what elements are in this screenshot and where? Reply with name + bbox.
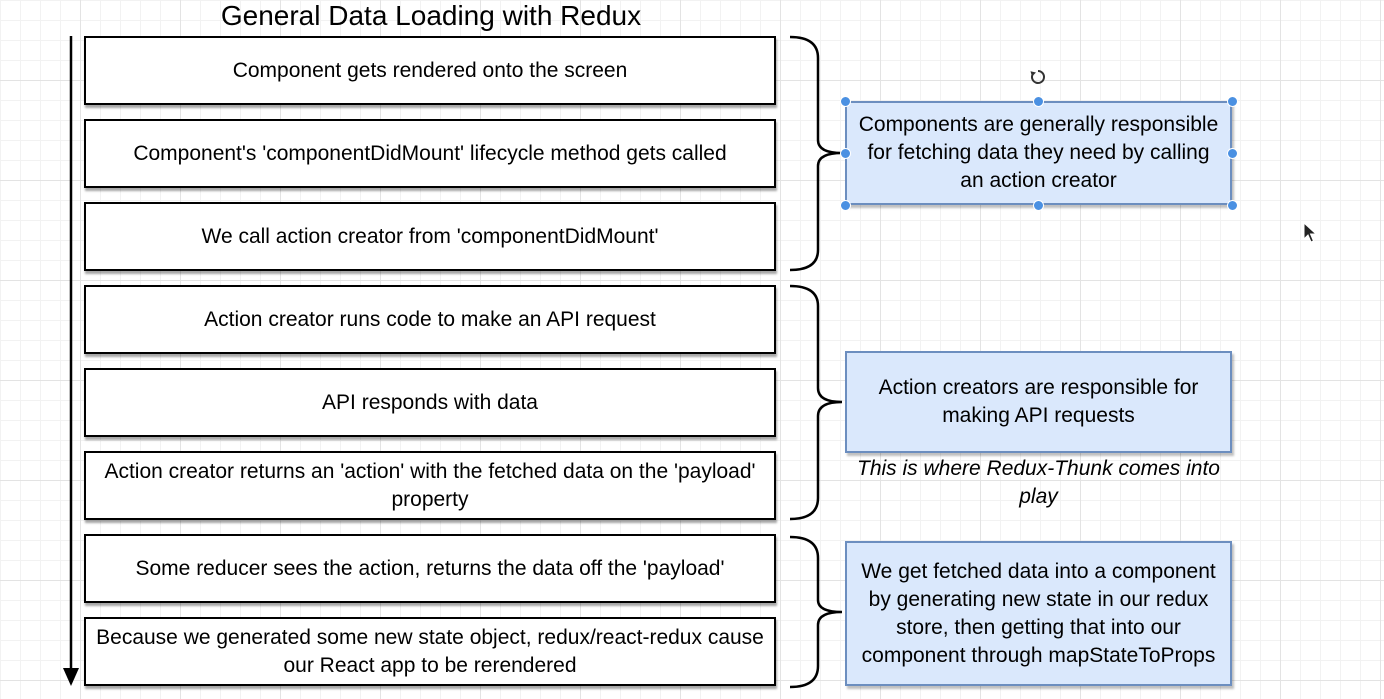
selection-handle-left[interactable] [840, 148, 851, 159]
group-brace-1 [789, 35, 843, 272]
step-6-text: Action creator returns an 'action' with … [104, 459, 756, 511]
group-brace-3 [789, 535, 843, 689]
step-7-text: Some reducer sees the action, returns th… [135, 556, 725, 580]
step-8-text: Because we generated some new state obje… [96, 625, 764, 677]
step-1-text: Component gets rendered onto the screen [232, 58, 628, 82]
selection-handle-bottom[interactable] [1033, 200, 1044, 211]
step-5-text: API responds with data [322, 390, 538, 414]
step-4-text: Action creator runs code to make an API … [204, 307, 656, 331]
selection-handle-top[interactable] [1033, 96, 1044, 107]
selection-handle-top-right[interactable] [1227, 96, 1238, 107]
selection-handle-right[interactable] [1227, 148, 1238, 159]
redux-thunk-annotation: This is where Redux-Thunk comes into pla… [857, 457, 1220, 508]
selection-handle-bottom-right[interactable] [1227, 200, 1238, 211]
step-2-text: Component's 'componentDidMount' lifecycl… [133, 141, 727, 165]
note-components-text: Components are generally responsible for… [858, 113, 1219, 192]
note-reducers-box[interactable]: We get fetched data into a component by … [845, 541, 1232, 686]
step-2-box[interactable]: Component's 'componentDidMount' lifecycl… [84, 119, 776, 188]
group-brace-2 [789, 284, 843, 521]
step-6-box[interactable]: Action creator returns an 'action' with … [84, 451, 776, 520]
selection-handle-top-left[interactable] [840, 96, 851, 107]
diagram-title: General Data Loading with Redux [220, 0, 642, 31]
step-1-box[interactable]: Component gets rendered onto the screen [84, 36, 776, 105]
note-reducers-text: We get fetched data into a component by … [861, 559, 1216, 667]
selection-handle-bottom-left[interactable] [840, 200, 851, 211]
step-8-box[interactable]: Because we generated some new state obje… [84, 617, 776, 686]
rotate-handle-icon[interactable] [1028, 67, 1048, 87]
note-action-creators-box[interactable]: Action creators are responsible for maki… [845, 351, 1232, 453]
step-4-box[interactable]: Action creator runs code to make an API … [84, 285, 776, 354]
note-action-creators-text: Action creators are responsible for maki… [878, 376, 1199, 427]
step-3-text: We call action creator from 'componentDi… [201, 224, 659, 248]
step-5-box[interactable]: API responds with data [84, 368, 776, 437]
mouse-pointer-icon [1303, 222, 1317, 243]
step-3-box[interactable]: We call action creator from 'componentDi… [84, 202, 776, 271]
note-components-box[interactable]: Components are generally responsible for… [845, 101, 1232, 205]
step-7-box[interactable]: Some reducer sees the action, returns th… [84, 534, 776, 603]
timeline-arrow-head [63, 668, 79, 686]
